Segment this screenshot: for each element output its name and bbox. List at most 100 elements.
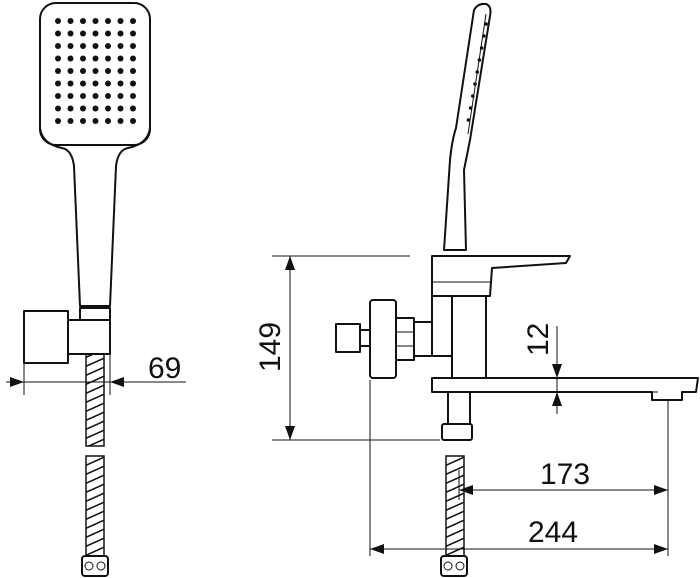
hose-connector bbox=[441, 423, 473, 441]
nozzle-dot bbox=[130, 93, 136, 99]
nozzle-dot bbox=[67, 18, 74, 24]
nozzle-dot bbox=[92, 30, 99, 37]
nozzle-dot bbox=[117, 68, 124, 74]
nozzle-dot bbox=[55, 18, 61, 24]
body-link bbox=[431, 295, 453, 357]
hand-shower-side bbox=[443, 2, 492, 251]
side-nozzle-dot bbox=[479, 46, 484, 50]
side-nozzle-dot bbox=[482, 34, 486, 38]
nozzle-dot bbox=[105, 30, 111, 37]
nozzle-dot bbox=[67, 93, 74, 99]
nozzle-dot bbox=[105, 80, 111, 87]
side-nozzle-dot bbox=[468, 106, 473, 110]
side-nozzle-dot bbox=[471, 94, 475, 98]
dim-12-label: 12 bbox=[522, 323, 555, 356]
spout bbox=[431, 377, 699, 401]
hose-nut-left bbox=[81, 555, 109, 577]
nozzle-dot bbox=[105, 18, 111, 24]
holder-cone bbox=[79, 307, 111, 321]
hose-nut-right bbox=[440, 555, 468, 577]
nozzle-dot bbox=[105, 105, 111, 112]
dim-244-label: 244 bbox=[528, 516, 578, 549]
nozzle-dot bbox=[130, 30, 136, 37]
lever-handle bbox=[431, 255, 571, 297]
nozzle-dot bbox=[55, 93, 61, 99]
inlet-fitting bbox=[335, 323, 361, 353]
wall-holder-block bbox=[23, 310, 69, 364]
nozzle-dot bbox=[117, 93, 124, 99]
hose-right bbox=[445, 455, 465, 557]
nozzle-dot bbox=[105, 68, 111, 74]
nozzle-dot bbox=[130, 80, 136, 87]
nozzle-dot bbox=[105, 118, 111, 124]
nozzle-dot bbox=[92, 80, 99, 87]
nozzle-dot bbox=[117, 43, 124, 49]
nozzle-dot bbox=[92, 68, 99, 74]
nozzle-dot bbox=[80, 68, 86, 74]
side-nozzle-dot bbox=[473, 82, 477, 86]
nozzle-dot bbox=[55, 68, 61, 74]
connector-nut bbox=[395, 317, 415, 361]
dim-69-label: 69 bbox=[148, 352, 181, 385]
nozzle-dot bbox=[105, 55, 111, 62]
nozzle-dot bbox=[80, 105, 86, 112]
nozzle-dot bbox=[130, 18, 136, 24]
nozzle-dot bbox=[80, 118, 86, 124]
nozzle-dot bbox=[92, 105, 99, 112]
nozzle-dot bbox=[67, 30, 74, 37]
dim-149-label: 149 bbox=[254, 322, 287, 372]
nozzle-dot bbox=[80, 43, 86, 49]
shower-handle bbox=[39, 127, 151, 307]
side-nozzle-dot bbox=[475, 70, 480, 74]
nozzle-dot bbox=[130, 43, 136, 49]
bath-mixer-side-view: 149 12 173 244 bbox=[254, 2, 699, 577]
nozzle-dot bbox=[55, 80, 61, 87]
nozzle-dot bbox=[105, 93, 111, 99]
nozzle-dot bbox=[80, 93, 86, 99]
nozzle-dot bbox=[92, 18, 99, 24]
side-nozzle-dot bbox=[477, 58, 482, 62]
nozzle-dot bbox=[67, 55, 74, 62]
nozzle-dot bbox=[92, 43, 99, 49]
nozzle-dot bbox=[130, 68, 136, 74]
dim-173-label: 173 bbox=[540, 458, 590, 491]
nozzle-dot bbox=[92, 93, 99, 99]
nozzle-dot bbox=[130, 105, 136, 112]
mixer-body bbox=[451, 295, 487, 381]
nozzle-dot bbox=[55, 55, 61, 62]
nozzle-dot bbox=[80, 80, 86, 87]
hose-upper bbox=[85, 353, 105, 447]
nozzle-dot bbox=[67, 80, 74, 87]
diverter-stem bbox=[447, 391, 471, 425]
nozzle-dot bbox=[67, 118, 74, 124]
wall-holder-arm bbox=[67, 319, 111, 355]
nozzle-dot bbox=[117, 55, 124, 62]
nozzle-dot bbox=[67, 105, 74, 112]
side-nozzle-dot bbox=[484, 22, 488, 26]
nozzle-dot bbox=[80, 55, 86, 62]
nozzle-dot bbox=[105, 43, 111, 49]
nozzle-grid bbox=[55, 18, 136, 124]
nozzle-dot bbox=[117, 30, 124, 37]
shower-head bbox=[39, 2, 151, 146]
nozzle-dot bbox=[117, 80, 124, 87]
nozzle-dot bbox=[117, 118, 124, 124]
nozzle-dot bbox=[92, 55, 99, 62]
wall-flange bbox=[369, 299, 397, 379]
nozzle-dot bbox=[55, 30, 61, 37]
nozzle-dot bbox=[55, 43, 61, 49]
hose-lower bbox=[85, 455, 105, 557]
nozzle-dot bbox=[130, 55, 136, 62]
nozzle-dot bbox=[80, 18, 86, 24]
connector-pipe bbox=[413, 321, 433, 357]
nozzle-dot bbox=[92, 118, 99, 124]
nozzle-dot bbox=[117, 18, 124, 24]
nozzle-dot bbox=[55, 118, 61, 124]
nozzle-dot bbox=[67, 43, 74, 49]
nozzle-dot bbox=[67, 68, 74, 74]
nozzle-dot bbox=[117, 105, 124, 112]
side-nozzles bbox=[466, 22, 488, 122]
hand-shower-front-view: 69 bbox=[6, 2, 186, 577]
nozzle-dot bbox=[130, 118, 136, 124]
